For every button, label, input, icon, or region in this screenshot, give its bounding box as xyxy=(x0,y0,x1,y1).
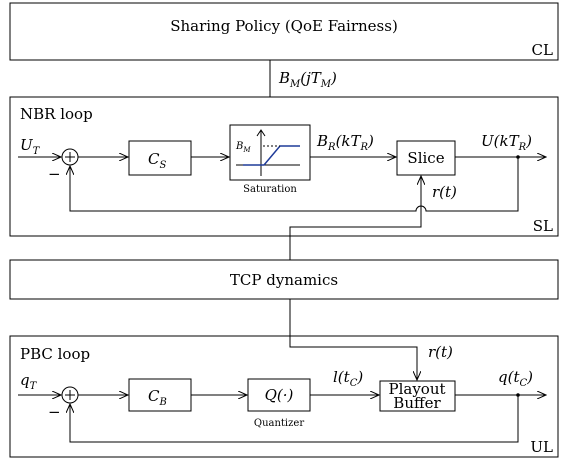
slice-label: Slice xyxy=(407,149,444,167)
playout-buffer-block xyxy=(379,380,456,412)
br-signal-label: BR(kTR) xyxy=(316,132,374,153)
q-block-label: Q(·) xyxy=(265,386,294,404)
r-to-slice-path xyxy=(289,176,421,260)
u-signal-label: U(kTR) xyxy=(481,132,532,153)
ul-feedback-path xyxy=(70,395,519,443)
pbc-loop-label: PBC loop xyxy=(20,345,90,363)
cl-box xyxy=(9,2,559,61)
r-ul-label: r(t) xyxy=(428,343,453,361)
tcp-title: TCP dynamics xyxy=(230,271,338,289)
playout-line1: Playout xyxy=(388,380,445,398)
slice-block xyxy=(396,140,456,176)
ul-minus-sign: − xyxy=(48,403,61,421)
saturation-block xyxy=(229,124,311,181)
cs-label: CS xyxy=(148,150,166,171)
quantizer-block xyxy=(247,378,311,412)
r-sl-label: r(t) xyxy=(432,183,457,201)
sat-curve xyxy=(243,145,300,166)
cb-label: CB xyxy=(148,387,167,408)
q-signal-label: q(tC) xyxy=(498,368,533,389)
cl-tag: CL xyxy=(532,41,553,59)
sl-minus-sign: − xyxy=(48,165,61,183)
sat-bm-label: BM xyxy=(235,141,251,154)
cl-title: Sharing Policy (QoE Fairness) xyxy=(170,17,398,35)
bm-signal-label: BM(jTM) xyxy=(278,69,337,90)
cs-block xyxy=(128,140,192,176)
l-signal-label: l(tC) xyxy=(333,368,363,389)
quantizer-label: Quantizer xyxy=(254,418,304,429)
ul-tag: UL xyxy=(530,438,553,456)
sat-axis-y-head xyxy=(256,129,266,137)
playout-line2: Buffer xyxy=(393,394,441,412)
qt-label: qT xyxy=(20,371,38,392)
ut-label: UT xyxy=(20,136,41,157)
saturation-label: Saturation xyxy=(243,184,297,195)
sl-tag: SL xyxy=(533,217,553,235)
nbr-loop-label: NBR loop xyxy=(20,105,93,123)
tcp-box xyxy=(9,259,559,300)
r-to-buffer-path xyxy=(289,299,417,380)
